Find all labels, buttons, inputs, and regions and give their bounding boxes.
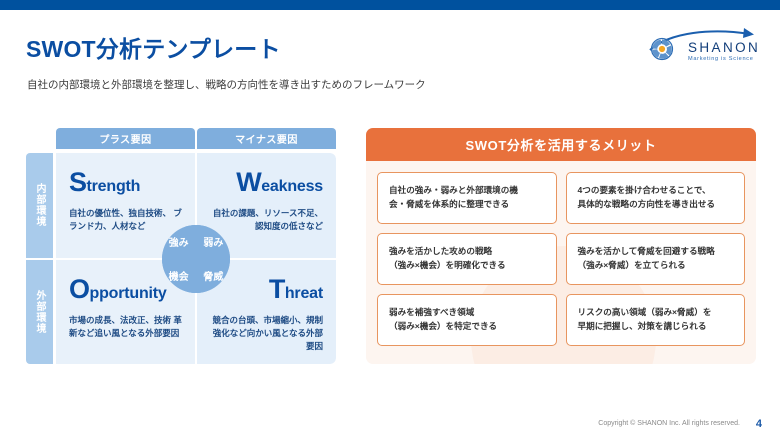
page-title: SWOT分析テンプレート [26,36,281,62]
swot-matrix: プラス要因 マイナス要因 内部環境 外部環境 Strength 自社の優位性、独… [26,128,336,364]
matrix-row-header-external: 外部環境 [26,259,53,364]
quadrant-threat-desc-line1: 競合の台頭、市場縮小、規制 [212,314,323,325]
benefit-card: 自社の強み・弱みと外部環境の機 会・脅威を体系的に整理できる [377,172,557,224]
shanon-logo: SHANON Marketing is Science [640,24,764,64]
benefit-card: 4つの要素を掛け合わせることで、 具体的な戦略の方向性を導き出せる [565,172,745,224]
quadrant-threat-rest: hreat [284,284,323,302]
benefit-card: 強みを活かして脅威を回避する戦略 （強み×脅威）を立てられる [565,233,745,285]
benefits-card-grid: 自社の強み・弱みと外部環境の機 会・脅威を体系的に整理できる 4つの要素を掛け合… [377,172,745,346]
benefit-card-line2: （強み×脅威）を立てられる [577,260,686,270]
page-subtitle: 自社の内部環境と外部環境を整理し、戦略の方向性を導き出すためのフレームワーク [27,79,426,91]
matrix-row-header-internal: 内部環境 [26,153,53,258]
benefit-card-line2: （弱み×機会）を特定できる [389,321,497,331]
quadrant-weakness-desc: 自社の課題、リソース不足、 認知度の低さなど [210,207,323,233]
quadrant-opportunity-desc-line1: 市場の成長、法改正、技術 [69,314,172,325]
quadrant-weakness-desc-line2: 認知度の低さなど [254,221,323,232]
benefit-card-line1: リスクの高い領域（弱み×脅威）を [577,307,712,318]
quadrant-weakness-desc-line1: 自社の課題、リソース不足、 [212,208,323,218]
quadrant-opportunity-word: Opportunity [69,273,182,304]
quadrant-strength-desc-line1: 自社の優位性、独自技術、 [69,208,172,218]
benefit-card-line1: 4つの要素を掛け合わせることで、 [577,185,711,196]
logo-tagline: Marketing is Science [688,56,754,62]
matrix-quadrant-area: Strength 自社の優位性、独自技術、 ブランド力、人材など Weaknes… [56,153,336,364]
benefit-card-line1: 自社の強み・弱みと外部環境の機 [389,185,518,196]
quadrant-opportunity-desc: 市場の成長、法改正、技術 革新など追い風となる外部要因 [69,314,182,340]
logo-svg: SHANON Marketing is Science [649,28,760,62]
quadrant-strength-rest: trength [86,178,141,195]
quadrant-weakness-word: Weakness [210,169,323,196]
footer-copyright: Copyright © SHANON Inc. All rights reser… [598,420,740,427]
benefits-panel-title: SWOT分析を活用するメリット [366,128,756,161]
quadrant-opportunity-rest: pportunity [89,284,167,302]
benefit-card-line1: 弱みを補強すべき領域 [389,307,475,318]
logo-wordmark: SHANON [688,40,760,55]
quadrant-threat-initial: T [268,273,286,304]
quadrant-threat-desc-line2: 強化など向かい風となる外部要因 [212,327,323,351]
footer-page-number: 4 [755,418,762,430]
quadrant-threat-word: Threat [210,273,323,304]
benefit-card-line1: 強みを活かした攻めの戦略 [389,246,493,257]
benefit-card: 弱みを補強すべき領域 （弱み×機会）を特定できる [377,294,557,346]
quadrant-strength-desc: 自社の優位性、独自技術、 ブランド力、人材など [69,207,182,233]
quadrant-strength-initial: S [69,167,87,197]
quadrant-strength-desc-line2: ブランド力、人材など [69,208,182,232]
quadrant-weakness: Weakness 自社の課題、リソース不足、 認知度の低さなど [197,153,336,258]
benefit-card-line2: 早期に把握し、対策を講じられる [577,321,707,331]
benefit-card-line1: 強みを活かして脅威を回避する戦略 [577,246,715,257]
benefit-card-line2: 具体的な戦略の方向性を導き出せる [577,199,716,209]
matrix-column-header-minus: マイナス要因 [197,128,336,149]
matrix-column-header-plus: プラス要因 [56,128,195,149]
benefits-panel: SWOT分析を活用するメリット 自社の強み・弱みと外部環境の機 会・脅威を体系的… [366,128,756,364]
benefit-card: 強みを活かした攻めの戦略 （強み×機会）を明確化できる [377,233,557,285]
quadrant-opportunity-desc-line2: 革新など追い風となる外部要因 [69,314,182,338]
benefit-card-line2: 会・脅威を体系的に整理できる [389,199,510,209]
quadrant-weakness-initial: W [236,167,262,197]
top-accent-bar [0,0,780,10]
shanon-circle-mark-icon [650,37,674,61]
matrix-quadrant-grid: Strength 自社の優位性、独自技術、 ブランド力、人材など Weaknes… [56,153,336,364]
matrix-column-headers: プラス要因 マイナス要因 [56,128,336,149]
matrix-row-headers: 内部環境 外部環境 [26,153,53,364]
quadrant-opportunity-initial: O [69,273,90,304]
quadrant-threat-desc: 競合の台頭、市場縮小、規制 強化など向かい風となる外部要因 [210,314,323,354]
quadrant-strength-word: Strength [69,169,182,196]
quadrant-weakness-rest: eakness [261,178,323,195]
benefit-card-line2: （強み×機会）を明確化できる [389,260,506,270]
matrix-center-circle: 強み 弱み 機会 脅威 [162,224,230,293]
benefit-card: リスクの高い領域（弱み×脅威）を 早期に把握し、対策を講じられる [565,294,745,346]
